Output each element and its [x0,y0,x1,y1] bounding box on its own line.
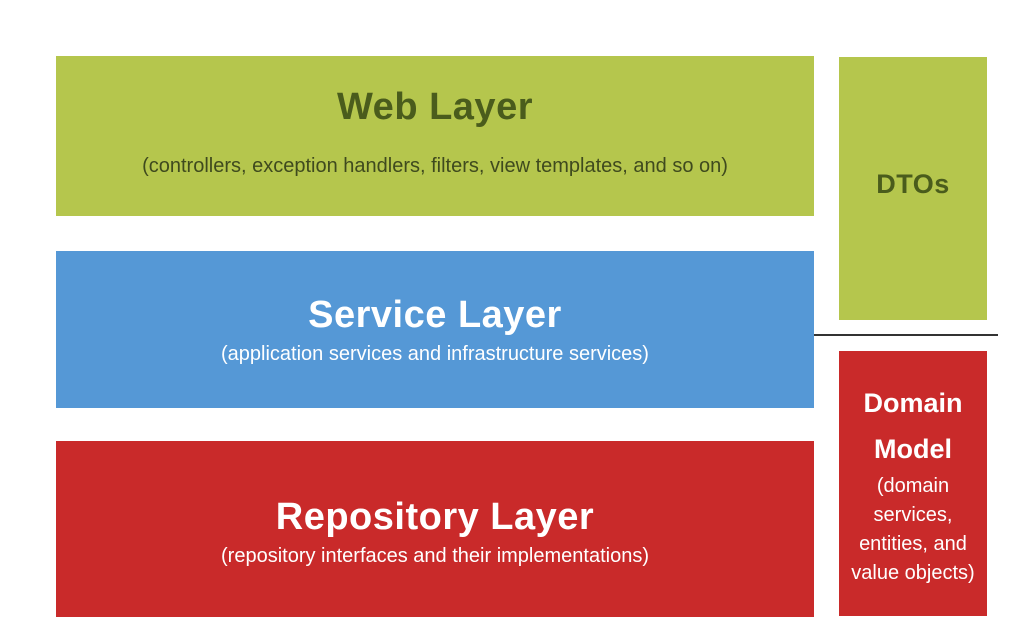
repository-layer-title: Repository Layer [275,496,595,538]
domain-model-subtitle: (domain services, entities, and value ob… [851,474,975,584]
web-layer-title: Web Layer [337,86,533,128]
dtos-box: DTOs [839,57,987,320]
separator-line [814,334,998,336]
domain-model-box: Domain Model (domain services, entities,… [839,351,987,616]
service-layer-box: Service Layer (application services and … [56,251,814,408]
repository-layer-box: Repository Layer (repository interfaces … [56,441,814,617]
dtos-title: DTOs [876,169,950,199]
service-layer-subtitle: (application services and infrastructure… [221,342,649,365]
web-layer-subtitle: (controllers, exception handlers, filter… [142,155,728,177]
service-layer-title: Service Layer [308,293,562,336]
domain-model-title: Domain Model [863,387,963,464]
repository-layer-subtitle: (repository interfaces and their impleme… [221,545,649,567]
web-layer-box: Web Layer (controllers, exception handle… [56,56,814,216]
